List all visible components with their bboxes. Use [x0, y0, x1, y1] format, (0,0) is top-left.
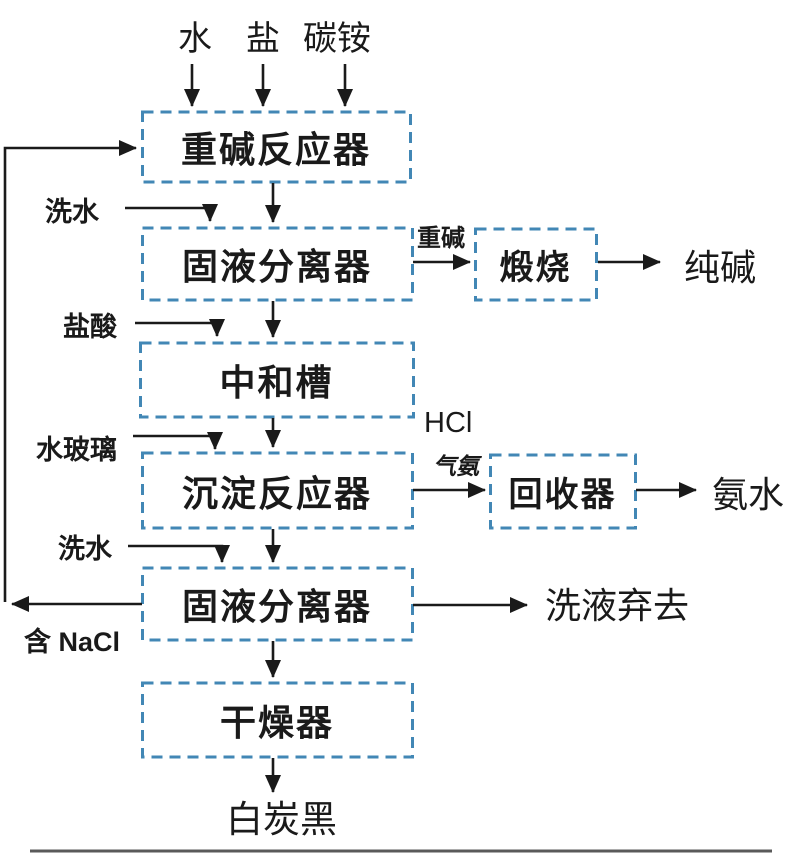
box-separator2-border [141, 566, 414, 642]
box-neutralizer: 中和槽 [219, 362, 334, 403]
input-label-salt: 盐 [246, 20, 280, 58]
arrow-water-glass-in [133, 432, 223, 450]
output-label-wash-discard: 洗液弃去 [545, 585, 690, 626]
box-dryer-border [141, 681, 414, 759]
stream-label-hcl: HCl [424, 407, 473, 439]
output-label-white-carbon-black: 白炭黑 [226, 799, 337, 840]
box-reactor-border [141, 110, 412, 184]
arrow-wash-water-2-in [128, 544, 230, 563]
box-recoverer: 回收器 [508, 476, 617, 514]
arrow-wash-water-1-in [125, 204, 218, 222]
side-label-wash-water-1: 洗水 [45, 197, 99, 227]
arrow-recycle-to-reactor [3, 140, 137, 602]
side-label-contains-nacl: 含 NaCl [24, 627, 121, 657]
box-separator1: 固液分离器 [181, 246, 372, 287]
box-separator1-border [141, 226, 414, 302]
output-label-ammonia-water: 氨水 [712, 474, 785, 515]
side-label-wash-water-2: 洗水 [58, 534, 112, 564]
box-precipitator-border [141, 451, 414, 530]
stream-label-heavy-alkali: 重碱 [417, 225, 465, 252]
box-separator2: 固液分离器 [181, 586, 372, 627]
box-recoverer-border [489, 453, 637, 530]
box-neutralizer-border [139, 341, 415, 419]
box-reactor: 重碱反应器 [180, 129, 371, 170]
input-label-ammonium-bicarbonate: 碳铵 [303, 20, 371, 58]
arrow-hydrochloric-acid-in [135, 319, 225, 337]
side-label-hydrochloric-acid: 盐酸 [63, 312, 117, 342]
box-calciner-border [474, 227, 598, 302]
box-precipitator: 沉淀反应器 [181, 472, 372, 514]
side-label-water-glass: 水玻璃 [36, 435, 117, 465]
input-label-water: 水 [178, 20, 212, 58]
box-calciner: 煅烧 [499, 249, 572, 287]
box-dryer: 干燥器 [219, 702, 334, 743]
output-label-soda-ash: 纯碱 [684, 247, 757, 288]
stream-label-ammonia-gas: 气氨 [433, 453, 479, 479]
